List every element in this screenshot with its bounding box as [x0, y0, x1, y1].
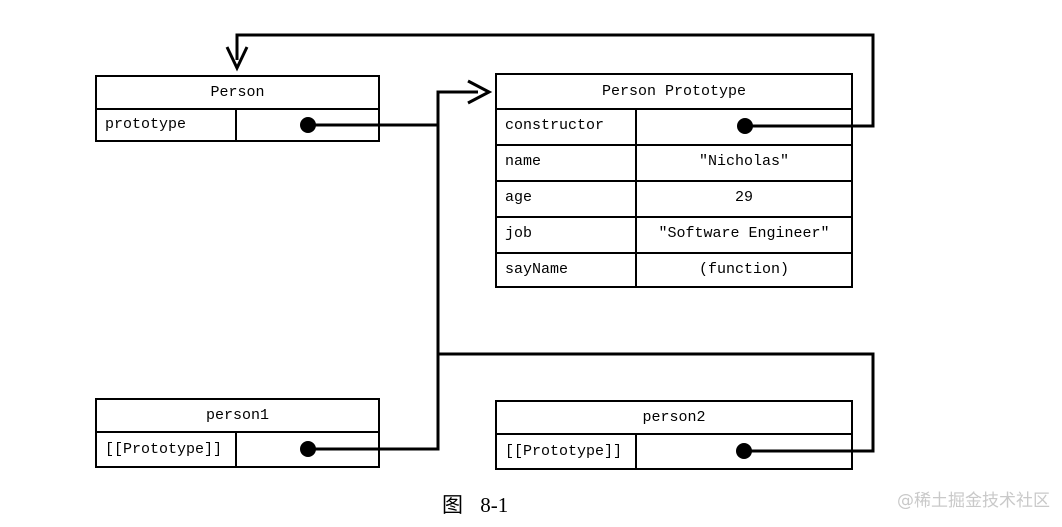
row-value-name: "Nicholas"	[698, 153, 789, 170]
node-person2-row-prototype: [[Prototype]]	[497, 435, 851, 468]
node-person-prototype: Person Prototype constructor name "Nicho…	[495, 73, 853, 288]
node-proto-row-job: job "Software Engineer"	[497, 218, 851, 254]
row-value-job: "Software Engineer"	[658, 225, 830, 242]
node-proto-row-name: name "Nicholas"	[497, 146, 851, 182]
row-value-sayname: (function)	[698, 261, 789, 278]
row-key-person1-prototype: [[Prototype]]	[97, 433, 237, 466]
node-person1: person1 [[Prototype]]	[95, 398, 380, 468]
node-proto-row-sayname: sayName (function)	[497, 254, 851, 286]
node-person-prototype-title: Person Prototype	[497, 75, 851, 110]
node-person-title: Person	[97, 77, 378, 110]
arrowhead-right-icon	[467, 79, 493, 105]
row-key-prototype: prototype	[97, 110, 237, 140]
arrowhead-down-icon	[225, 46, 249, 72]
row-key-sayname: sayName	[497, 254, 637, 286]
node-person1-title: person1	[97, 400, 378, 433]
row-key-person2-prototype: [[Prototype]]	[497, 435, 637, 468]
row-key-age: age	[497, 182, 637, 216]
node-person2: person2 [[Prototype]]	[495, 400, 853, 470]
row-key-name: name	[497, 146, 637, 180]
row-value-prototype-pointer	[237, 110, 378, 140]
figure-caption: 图 8-1	[442, 493, 509, 517]
edge-trunk-line	[436, 90, 478, 451]
node-person-row-prototype: prototype	[97, 110, 378, 140]
row-value-constructor-pointer	[637, 110, 851, 144]
node-person: Person prototype	[95, 75, 380, 142]
node-proto-row-age: age 29	[497, 182, 851, 218]
node-person1-row-prototype: [[Prototype]]	[97, 433, 378, 466]
node-person2-title: person2	[497, 402, 851, 435]
row-value-age: 29	[734, 189, 753, 206]
row-value-person1-pointer	[237, 433, 378, 466]
row-key-constructor: constructor	[497, 110, 637, 144]
watermark: @稀土掘金技术社区	[897, 491, 1050, 511]
node-proto-row-constructor: constructor	[497, 110, 851, 146]
row-value-person2-pointer	[637, 435, 851, 468]
row-key-job: job	[497, 218, 637, 252]
